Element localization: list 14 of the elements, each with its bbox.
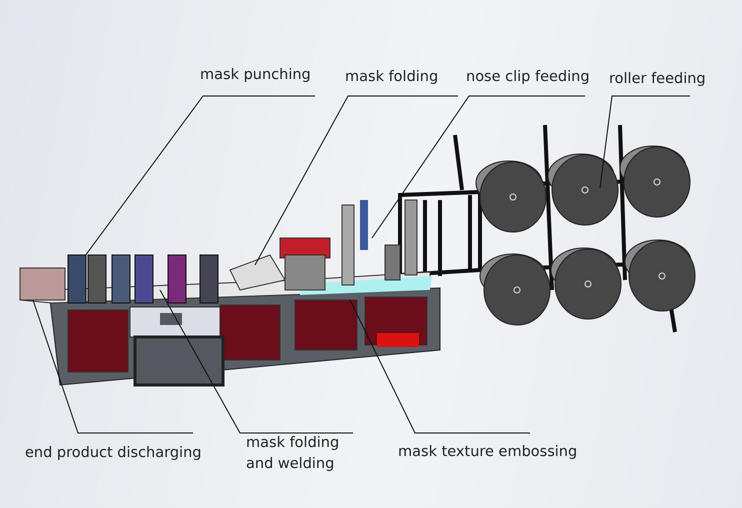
callout-label: end product discharging — [25, 444, 202, 463]
leader-line — [372, 96, 586, 238]
callout-label: mask folding — [345, 68, 440, 87]
leader-line — [160, 290, 354, 434]
leader-line — [84, 96, 316, 256]
leader-line — [32, 300, 194, 434]
callout-label: mask punching — [200, 66, 312, 85]
callout-label: roller feeding — [609, 70, 707, 89]
callout-label: nose clip feeding — [466, 68, 591, 87]
callout-label: mask folding and welding — [246, 434, 340, 474]
leader-line — [600, 96, 690, 188]
leader-line — [350, 300, 530, 434]
callout-label: mask texture embossing — [398, 443, 578, 462]
leader-line — [254, 96, 458, 266]
